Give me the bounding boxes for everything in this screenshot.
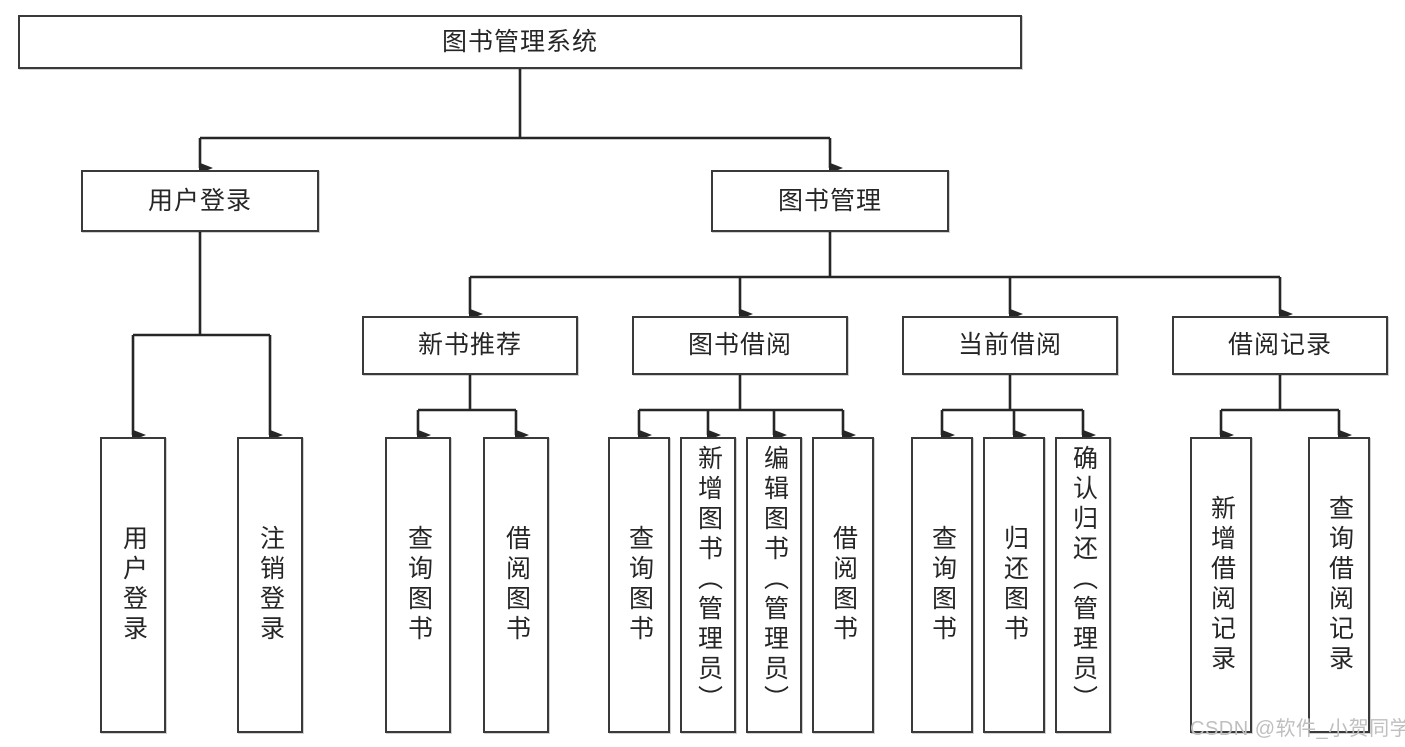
leaf-node-leaf-confirm-return[interactable]: 确认归还（管理员）	[1055, 437, 1111, 733]
leaf-node-leaf-borrow-book-2[interactable]: 借阅图书	[812, 437, 874, 733]
node-label: 查询图书	[928, 525, 957, 645]
node-label: 查询借阅记录	[1325, 495, 1354, 675]
node-label: 注销登录	[256, 525, 285, 645]
node-label: 用户登录	[147, 186, 252, 215]
leaf-node-leaf-query-record[interactable]: 查询借阅记录	[1308, 437, 1370, 733]
leaf-node-leaf-add-book[interactable]: 新增图书（管理员）	[680, 437, 736, 733]
node-label: 借阅图书	[829, 525, 858, 645]
node-label: 图书管理	[777, 186, 882, 215]
root-node-root[interactable]: 图书管理系统	[18, 15, 1022, 69]
leaf-node-leaf-query-book-2[interactable]: 查询图书	[608, 437, 670, 733]
submodule-node-borrow-record[interactable]: 借阅记录	[1172, 316, 1388, 375]
node-label: 编辑图书（管理员）	[760, 445, 789, 715]
module-node-book-manage[interactable]: 图书管理	[711, 170, 949, 232]
node-label: 借阅记录	[1227, 331, 1332, 360]
submodule-node-book-borrow[interactable]: 图书借阅	[632, 316, 848, 375]
module-node-user-login[interactable]: 用户登录	[81, 170, 319, 232]
leaf-node-leaf-edit-book[interactable]: 编辑图书（管理员）	[746, 437, 802, 733]
node-label: 用户登录	[119, 525, 148, 645]
node-label: 借阅图书	[502, 525, 531, 645]
node-label: 图书管理系统	[441, 27, 598, 56]
leaf-node-leaf-return-book[interactable]: 归还图书	[983, 437, 1045, 733]
leaf-node-leaf-logout[interactable]: 注销登录	[237, 437, 303, 733]
node-label: 归还图书	[1000, 525, 1029, 645]
leaf-node-leaf-borrow-book-1[interactable]: 借阅图书	[483, 437, 549, 733]
node-label: 图书借阅	[687, 331, 792, 360]
leaf-node-leaf-user-login[interactable]: 用户登录	[100, 437, 166, 733]
submodule-node-new-book-recommend[interactable]: 新书推荐	[362, 316, 578, 375]
node-label: 查询图书	[404, 525, 433, 645]
leaf-node-leaf-query-book-1[interactable]: 查询图书	[385, 437, 451, 733]
node-label: 新增借阅记录	[1207, 495, 1236, 675]
leaf-node-leaf-query-book-3[interactable]: 查询图书	[911, 437, 973, 733]
node-label: 新增图书（管理员）	[694, 445, 723, 715]
submodule-node-current-borrow[interactable]: 当前借阅	[902, 316, 1118, 375]
csdn-watermark: CSDN @软件_小贺同学	[1190, 718, 1405, 740]
node-label: 确认归还（管理员）	[1069, 445, 1098, 715]
node-label: 新书推荐	[417, 331, 522, 360]
leaf-node-leaf-add-record[interactable]: 新增借阅记录	[1190, 437, 1252, 733]
node-label: 当前借阅	[957, 331, 1062, 360]
node-label: 查询图书	[625, 525, 654, 645]
